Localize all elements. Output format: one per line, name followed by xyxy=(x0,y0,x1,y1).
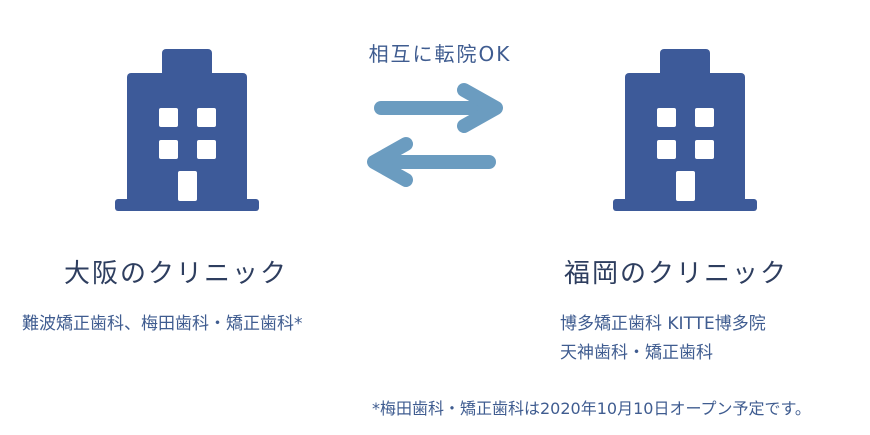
osaka-clinic-title: 大阪のクリニック xyxy=(64,259,289,289)
footnote: *梅田歯科・矯正歯科は2020年10月10日オープン予定です。 xyxy=(372,399,811,418)
clinic-name: 難波矯正歯科、梅田歯科・矯正歯科* xyxy=(22,314,303,334)
building-icon xyxy=(115,49,259,211)
building-icon xyxy=(613,49,757,211)
building-icon-fukuoka xyxy=(611,45,759,213)
clinic-name: 天神歯科・矯正歯科 xyxy=(560,343,713,363)
osaka-clinic-list: 難波矯正歯科、梅田歯科・矯正歯科* xyxy=(22,310,303,339)
fukuoka-clinic-list: 博多矯正歯科 KITTE博多院 天神歯科・矯正歯科 xyxy=(560,310,766,368)
clinic-name: 博多矯正歯科 KITTE博多院 xyxy=(560,314,766,334)
arrow-left-icon xyxy=(367,137,496,187)
arrow-right-icon xyxy=(374,83,503,133)
transfer-label: 相互に転院OK xyxy=(368,42,512,66)
fukuoka-clinic-title: 福岡のクリニック xyxy=(564,259,789,289)
exchange-arrows xyxy=(360,78,510,193)
building-icon-osaka xyxy=(113,45,261,213)
